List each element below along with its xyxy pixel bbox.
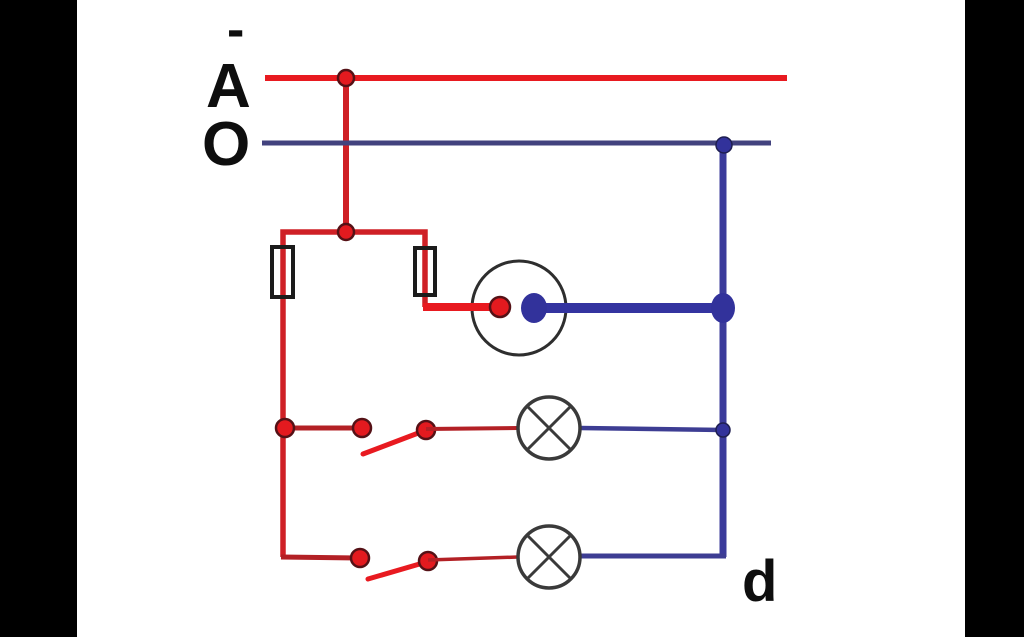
upper-lamp-cross-2	[525, 404, 573, 452]
neutral-line-label: O	[202, 110, 250, 179]
letterbox-left	[0, 0, 77, 637]
fuse-icon-left	[270, 245, 295, 299]
polarity-minus-label: -	[227, 1, 244, 59]
switch-icon-upper	[351, 417, 437, 457]
switch-icon-lower	[349, 547, 439, 582]
junction-dot-socket-neutral	[711, 293, 735, 323]
upper-lamp-circuit	[274, 395, 731, 461]
socket-phase-contact	[488, 295, 512, 319]
lower-lamp-circuit	[280, 524, 726, 590]
lamp-icon-lower	[516, 524, 582, 590]
lower-switch-blade	[365, 560, 426, 582]
junction-dot-upper-neutral	[715, 422, 731, 438]
phase-line-label: A	[206, 52, 251, 121]
upper-switch-blade	[360, 429, 424, 457]
lower-switch-contact-left	[349, 547, 371, 569]
lower-switch-feed-wire	[280, 554, 359, 561]
lower-lamp-feed-wire	[427, 555, 519, 562]
upper-switch-contact-left	[351, 417, 373, 439]
junction-dot-neutral-top	[715, 136, 733, 154]
lamp-icon-upper	[516, 395, 582, 461]
junction-dot-bus	[336, 222, 356, 242]
fuse-icon-right	[413, 246, 437, 297]
socket-icon	[423, 259, 723, 357]
junction-dot-phase-tap	[336, 68, 356, 88]
corner-label-d: d	[742, 549, 777, 614]
upper-lamp-feed-wire	[425, 426, 519, 431]
letterbox-right	[965, 0, 1024, 637]
upper-lamp-neutral-wire	[579, 425, 724, 433]
socket-neutral-contact	[521, 293, 547, 323]
lower-lamp-cross-2	[525, 533, 573, 581]
junction-dot-upper-branch	[274, 417, 296, 439]
